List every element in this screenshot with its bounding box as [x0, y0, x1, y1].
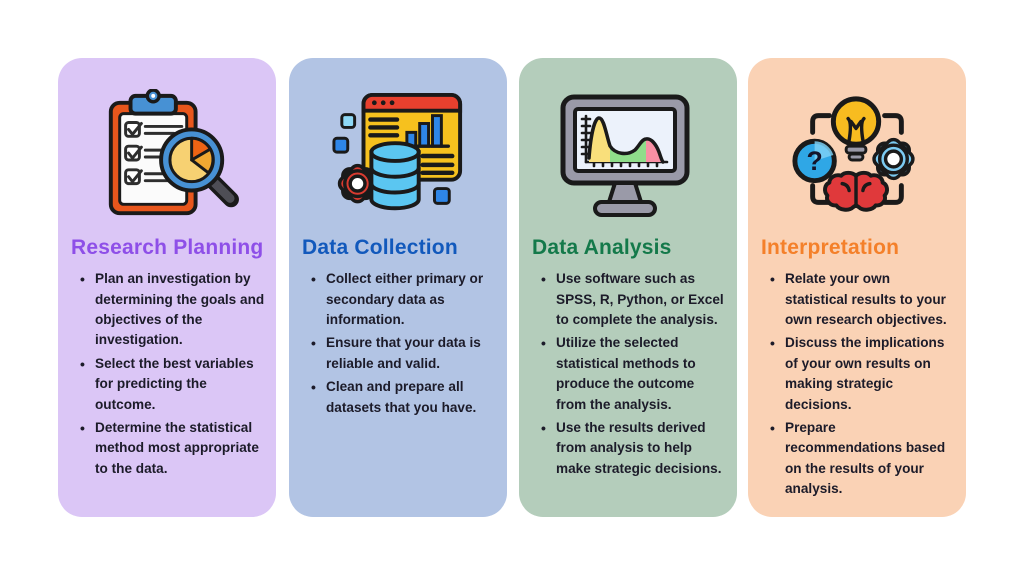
bullet-item: Determine the statistical method most ap… [80, 418, 266, 479]
bullet-item: Relate your own statistical results to y… [770, 269, 956, 330]
browser-window-database-gear-icon [332, 92, 463, 211]
bullet-item: Select the best variables for predicting… [80, 354, 266, 415]
clipboard-checklist-magnifier-pie-icon [108, 89, 239, 216]
bullet-list: Collect either primary or secondary data… [311, 269, 497, 418]
card-research-planning: Research Planning Plan an investigation … [58, 58, 276, 517]
svg-text:?: ? [806, 146, 822, 176]
card-data-analysis: Data Analysis Use software such as SPSS,… [519, 58, 737, 517]
bullet-item: Collect either primary or secondary data… [311, 269, 497, 330]
icon-wrap [519, 82, 737, 234]
bullet-list: Use software such as SPSS, R, Python, or… [541, 269, 727, 479]
bullet-list: Relate your own statistical results to y… [770, 269, 956, 499]
bullet-item: Clean and prepare all datasets that you … [311, 377, 497, 418]
card-title: Interpretation [761, 236, 900, 259]
bullet-item: Discuss the implications of your own res… [770, 333, 956, 415]
bullet-item: Utilize the selected statistical methods… [541, 333, 727, 415]
card-title: Research Planning [71, 236, 264, 259]
monitor-area-chart-icon [560, 94, 690, 217]
card-data-collection: Data Collection Collect either primary o… [289, 58, 507, 517]
bullet-list: Plan an investigation by determining the… [80, 269, 266, 479]
card-interpretation: ? Interpretation Relate your own statist… [748, 58, 966, 517]
bullet-item: Use the results derived from analysis to… [541, 418, 727, 479]
bullet-item: Use software such as SPSS, R, Python, or… [541, 269, 727, 330]
bullet-item: Plan an investigation by determining the… [80, 269, 266, 351]
card-title: Data Analysis [532, 236, 672, 259]
icon-wrap [289, 82, 507, 234]
card-title: Data Collection [302, 236, 458, 259]
bullet-item: Prepare recommendations based on the res… [770, 418, 956, 500]
icon-wrap: ? [748, 82, 966, 234]
icon-wrap [58, 82, 276, 234]
lightbulb-question-gear-brain-icon: ? [792, 96, 915, 212]
bullet-item: Ensure that your data is reliable and va… [311, 333, 497, 374]
